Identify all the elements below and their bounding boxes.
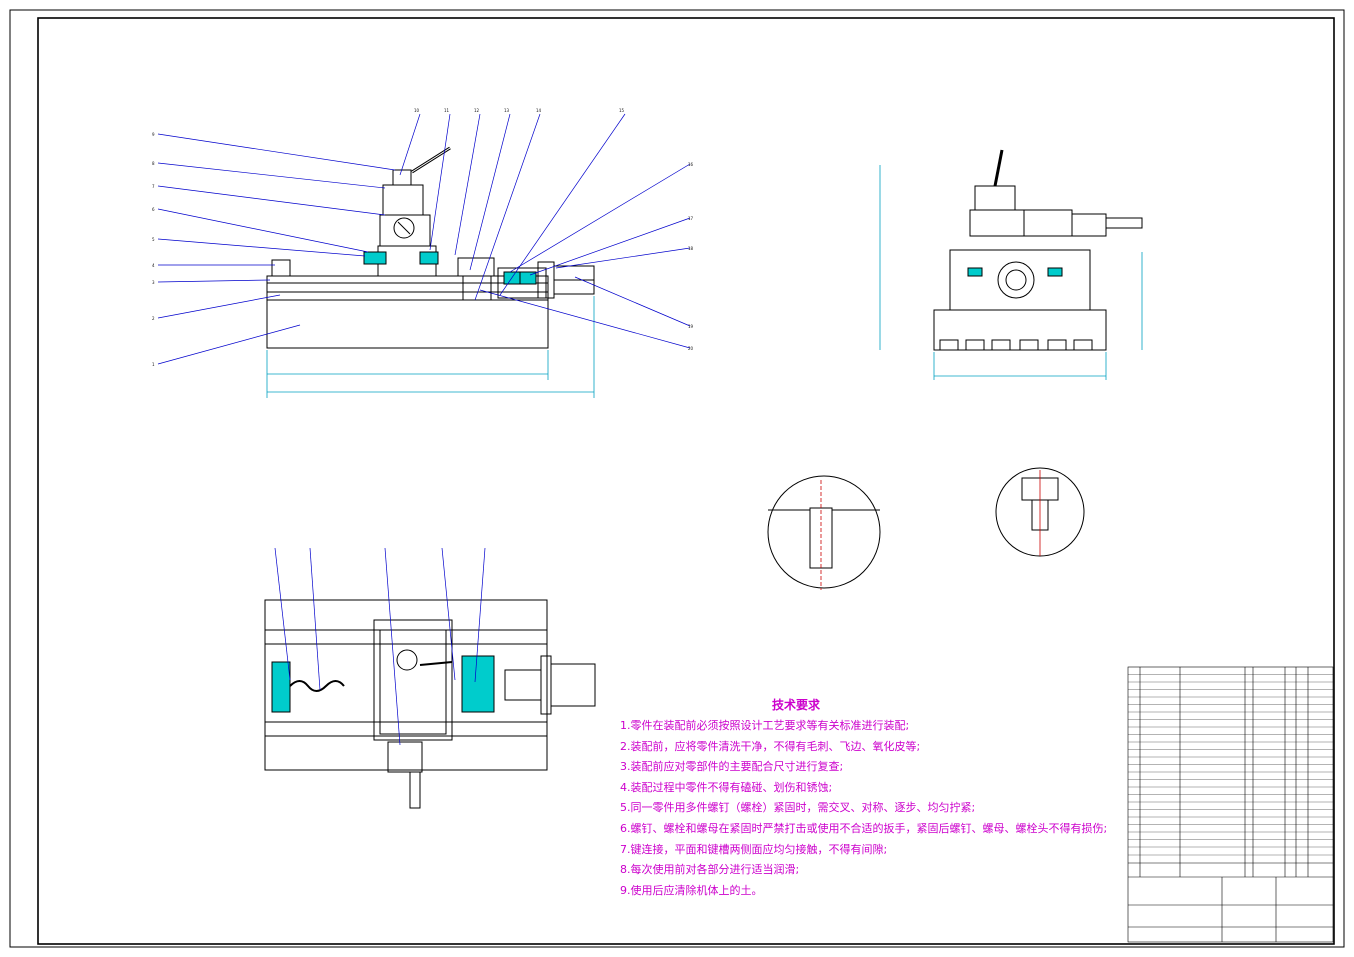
requirement-item: 5.同一零件用多件螺钉（螺栓）紧固时，需交叉、对称、逐步、均匀拧紧; [620, 801, 976, 815]
requirement-item: 8.每次使用前对各部分进行适当润滑; [620, 863, 800, 877]
requirement-item: 4.装配过程中零件不得有磕碰、划伤和锈蚀; [620, 780, 833, 794]
svg-text:7: 7 [152, 184, 155, 189]
svg-text:2: 2 [152, 316, 155, 321]
technical-requirements-list: 1.零件在装配前必须按照设计工艺要求等有关标准进行装配; 2.装配前，应将零件清… [620, 716, 1107, 901]
requirement-item: 9.使用后应清除机体上的土。 [620, 883, 763, 897]
svg-text:20: 20 [688, 346, 694, 351]
svg-text:11: 11 [444, 108, 450, 113]
svg-text:16: 16 [688, 162, 694, 167]
side-view [933, 149, 1143, 351]
requirement-item: 7.键连接，平面和键槽两侧面应均匀接触，不得有间隙; [620, 842, 888, 856]
svg-text:15: 15 [619, 108, 625, 113]
svg-text:1: 1 [152, 362, 155, 367]
svg-text:14: 14 [536, 108, 542, 113]
detail-b [767, 475, 881, 590]
detail-a [995, 467, 1085, 557]
requirement-item: 2.装配前，应将零件清洗干净，不得有毛刺、飞边、氧化皮等; [620, 739, 921, 753]
svg-text:9: 9 [152, 132, 155, 137]
requirement-item: 1.零件在装配前必须按照设计工艺要求等有关标准进行装配; [620, 719, 910, 732]
svg-text:8: 8 [152, 161, 155, 166]
front-view-dimensions [266, 296, 595, 398]
sheet-outer-border [9, 9, 1345, 948]
requirement-item: 6.螺钉、螺栓和螺母在紧固时严禁打击或使用不合适的扳手，紧固后螺钉、螺母、螺栓头… [620, 821, 1108, 835]
front-view [266, 146, 595, 349]
bom-rows [1128, 674, 1333, 856]
front-view-leaders [157, 113, 691, 365]
svg-text:13: 13 [504, 108, 510, 113]
svg-text:6: 6 [152, 207, 155, 212]
side-view-dimensions [879, 165, 1143, 380]
svg-text:12: 12 [474, 108, 480, 113]
bom-table [1127, 666, 1334, 943]
technical-requirements-title: 技术要求 [772, 698, 821, 712]
svg-text:17: 17 [688, 216, 694, 221]
top-view-leaders [274, 547, 486, 746]
top-view [264, 599, 596, 809]
svg-text:18: 18 [688, 246, 694, 251]
svg-text:10: 10 [414, 108, 420, 113]
svg-text:3: 3 [152, 280, 155, 285]
sheet-inner-border [37, 17, 1335, 945]
requirement-item: 3.装配前应对零部件的主要配合尺寸进行复查; [620, 760, 844, 774]
svg-text:19: 19 [688, 324, 694, 329]
svg-text:5: 5 [152, 237, 155, 242]
front-view-balloon-numbers: 9 8 7 6 5 4 3 2 1 10 11 12 13 14 15 16 17 18 19 2… [152, 108, 694, 367]
svg-text:4: 4 [152, 263, 155, 268]
